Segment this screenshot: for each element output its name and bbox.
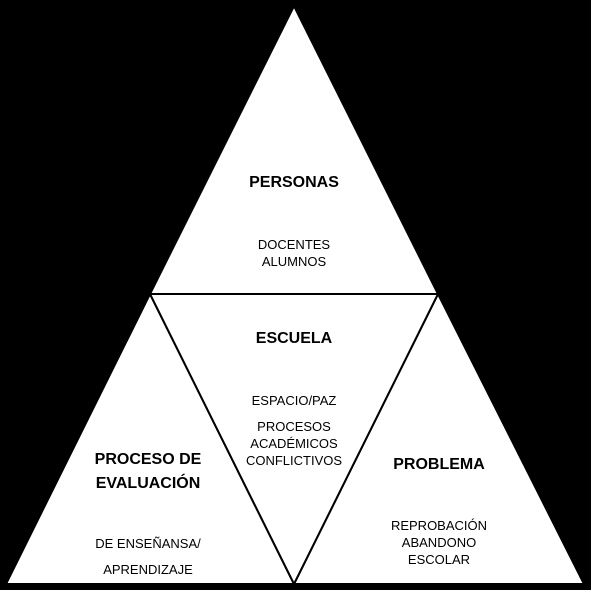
problema-items: REPROBACIÓN ABANDONO ESCOLAR	[349, 517, 529, 568]
evaluacion-item-aprendizaje: APRENDIZAJE	[103, 562, 193, 577]
problema-item-reprobacion: REPROBACIÓN	[390, 518, 488, 533]
personas-title: PERSONAS	[249, 174, 339, 191]
escuela-item-conflictivos: CONFLICTIVOS	[245, 453, 343, 468]
triangle-center	[148, 293, 440, 587]
escuela-items: PROCESOS ACADÉMICOS CONFLICTIVOS	[194, 418, 394, 469]
problema-title: PROBLEMA	[393, 456, 485, 473]
evaluacion-item-ensenansa: DE ENSEÑANSA/	[95, 536, 201, 551]
problema-item-escolar: ESCOLAR	[407, 552, 471, 567]
evaluacion-title: PROCESO DE EVALUACIÓN	[58, 448, 238, 496]
evaluacion-title-line-1: PROCESO DE	[94, 451, 202, 468]
escuela-item-academicos: ACADÉMICOS	[250, 436, 338, 451]
evaluacion-title-line-2: EVALUACIÓN	[95, 475, 201, 492]
personas-items: DOCENTES ALUMNOS	[194, 236, 394, 270]
escuela-item-espacio: ESPACIO/PAZ	[251, 393, 337, 408]
escuela-title: ESCUELA	[255, 330, 333, 347]
escuela-item-procesos: PROCESOS	[257, 419, 331, 434]
personas-item-docentes: DOCENTES	[257, 237, 331, 252]
personas-item-alumnos: ALUMNOS	[261, 254, 327, 269]
problema-item-abandono: ABANDONO	[401, 535, 477, 550]
